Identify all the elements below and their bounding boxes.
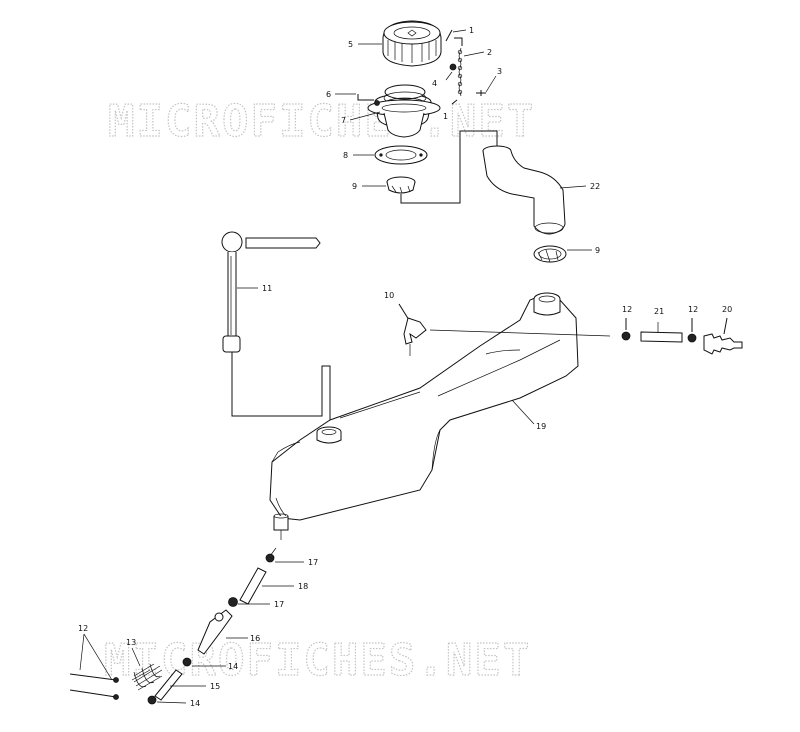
callout-label: 21 [654,307,664,316]
callout-label: 14 [228,662,238,671]
callout-label: 22 [590,182,600,191]
callout-16: 16 [226,634,260,643]
callout-label: 8 [343,151,348,160]
fuel-line-parts [69,547,277,705]
filler-neck [357,84,441,138]
callout-1a: 1 [452,26,474,35]
callout-label: 12 [688,305,698,314]
callout-label: 5 [348,40,353,49]
callout-11: 11 [237,284,272,293]
callout-9a: 9 [352,182,386,191]
callout-label: 13 [126,638,136,647]
callout-7: 7 [341,111,381,125]
callout-label: 2 [487,48,492,57]
callout-label: 15 [210,682,220,691]
vent-line-parts [621,322,743,355]
callout-2: 2 [463,48,492,57]
callout-label: 12 [78,624,88,633]
callout-label: 18 [298,582,308,591]
watermark-top: MICROFICHES.NET [108,96,535,147]
callout-label: 17 [274,600,284,609]
callout-label: 3 [497,67,502,76]
callout-19: 19 [511,399,546,431]
clamp-upper [386,176,416,194]
callout-15: 15 [170,682,220,691]
callout-label: 7 [341,116,346,125]
callout-label: 10 [384,291,394,300]
callout-12c: 12 [78,624,113,681]
callout-label: 17 [308,558,318,567]
callout-14b: 14 [156,699,200,708]
callout-17b: 17 [238,600,284,609]
callout-1b: 1 [443,112,448,121]
callout-6: 6 [326,90,356,99]
callout-10: 10 [384,291,394,300]
filler-cap [382,20,442,67]
callout-12a: 12 [622,305,632,314]
callout-label: 16 [250,634,260,643]
callout-label: 20 [722,305,732,314]
callout-label: 1 [469,26,474,35]
callout-17a: 17 [275,558,318,567]
callout-4: 4 [432,71,453,88]
callout-label: 9 [352,182,357,191]
callout-20: 20 [722,305,732,314]
vent-elbow [398,303,427,356]
callout-3: 3 [485,67,502,93]
watermark-bottom: MICROFICHES.NET [104,635,531,686]
callout-18: 18 [262,582,308,591]
callout-label: 19 [536,422,546,431]
callout-22: 22 [559,182,600,191]
callout-label: 14 [190,699,200,708]
tether-chain [445,29,486,105]
callout-13: 13 [126,638,141,667]
callout-9b: 9 [567,246,600,255]
callout-12b: 12 [688,305,698,314]
callout-14a: 14 [192,662,238,671]
callout-5: 5 [348,40,382,49]
callout-label: 9 [595,246,600,255]
callout-label: 1 [443,112,448,121]
gasket [374,145,428,165]
callout-label: 4 [432,79,437,88]
fuel-tank [269,292,579,531]
filler-hose [482,145,566,235]
callout-21: 21 [654,307,664,316]
callout-label: 6 [326,90,331,99]
callout-8: 8 [343,151,374,160]
callout-label: 12 [622,305,632,314]
callout-label: 11 [262,284,272,293]
clamp-lower [533,245,567,263]
fuel-gauge-sender [221,231,321,353]
